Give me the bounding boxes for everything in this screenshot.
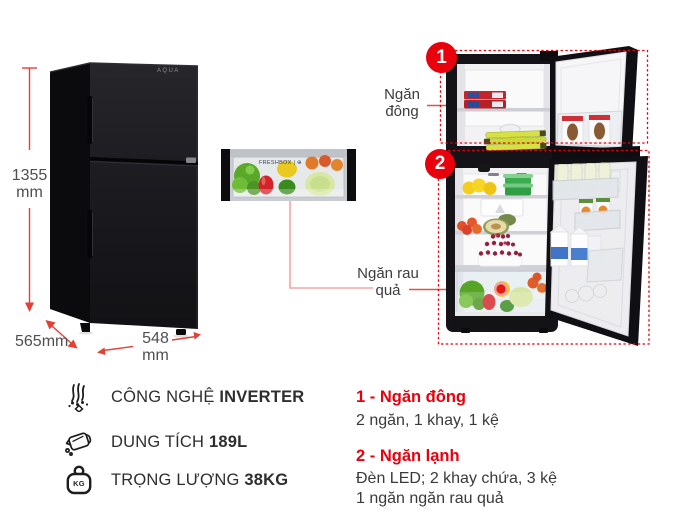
ice-cream-packs [561, 114, 611, 145]
inverter-icon [63, 381, 95, 413]
height-unit: mm [16, 184, 43, 202]
spec-fridge-line-1: Đèn LED; 2 khay chứa, 3 kệ [356, 470, 558, 488]
freezer-badge: 1 [426, 42, 457, 73]
freshbox-label: FRESHBOX | ⊕ [259, 160, 302, 166]
spec-freezer: 1 - Ngăn đông 2 ngăn, 1 khay, 1 kệ [356, 387, 606, 431]
crisper-callout-label: Ngăn rau quả [357, 265, 419, 299]
width-dimension: 548 mm [134, 330, 177, 365]
door-bottles [552, 162, 621, 201]
door-juice-packs [574, 197, 621, 232]
depth-dimension: 565mm [15, 333, 69, 350]
freezer-region-outline [439, 49, 649, 144]
freshbox-photo [221, 149, 356, 201]
jug-icon [63, 426, 95, 458]
spec-fridge: 2 - Ngăn lạnh Đèn LED; 2 khay chứa, 3 kệ… [356, 446, 606, 510]
fridge-region-outline [437, 149, 650, 345]
feature-row-weight: KG TRỌNG LƯỢNG 38KG [63, 464, 288, 496]
width-value: 548 [142, 330, 169, 347]
crisper-drawer [456, 270, 556, 318]
open-fridge-illustration [446, 46, 648, 346]
feature-text-capacity: DUNG TÍCH 189L [111, 432, 248, 451]
weight-icon: KG [63, 464, 95, 496]
crisper-target-dot [494, 282, 508, 296]
weight-icon-kg-label: KG [73, 479, 85, 488]
brand-logo: AQUA [157, 68, 180, 74]
depth-dimension-line [45, 320, 78, 349]
lower-door-handle [87, 210, 93, 258]
height-dimension-line [22, 67, 37, 312]
closed-fridge-illustration [49, 62, 199, 338]
feature-text-inverter: CÔNG NGHỆ INVERTER [111, 387, 305, 406]
height-value: 1355 [11, 167, 48, 184]
fridge-badge: 2 [425, 149, 455, 179]
feature-row-capacity: DUNG TÍCH 189L [63, 426, 247, 458]
door-hinge-cap [186, 157, 196, 163]
spec-fridge-title: 2 - Ngăn lạnh [356, 446, 460, 465]
door-watermark [565, 284, 607, 303]
height-dimension: 1355 mm [6, 167, 53, 202]
feature-text-weight: TRỌNG LƯỢNG 38KG [111, 470, 289, 489]
spec-freezer-line: 2 ngăn, 1 khay, 1 kệ [356, 411, 499, 429]
spec-descriptions: 1 - Ngăn đông 2 ngăn, 1 khay, 1 kệ 2 - N… [356, 387, 606, 509]
led-light [478, 165, 490, 172]
width-unit: mm [142, 347, 169, 365]
feature-row-inverter: CÔNG NGHỆ INVERTER [63, 381, 304, 413]
freezer-callout-label: Ngăn đông [384, 86, 420, 120]
upper-door-handle [87, 96, 93, 144]
spec-fridge-line-2: 1 ngăn ngăn rau quả [356, 490, 504, 508]
width-dimension-line [97, 332, 201, 355]
spec-freezer-title: 1 - Ngăn đông [356, 388, 466, 406]
